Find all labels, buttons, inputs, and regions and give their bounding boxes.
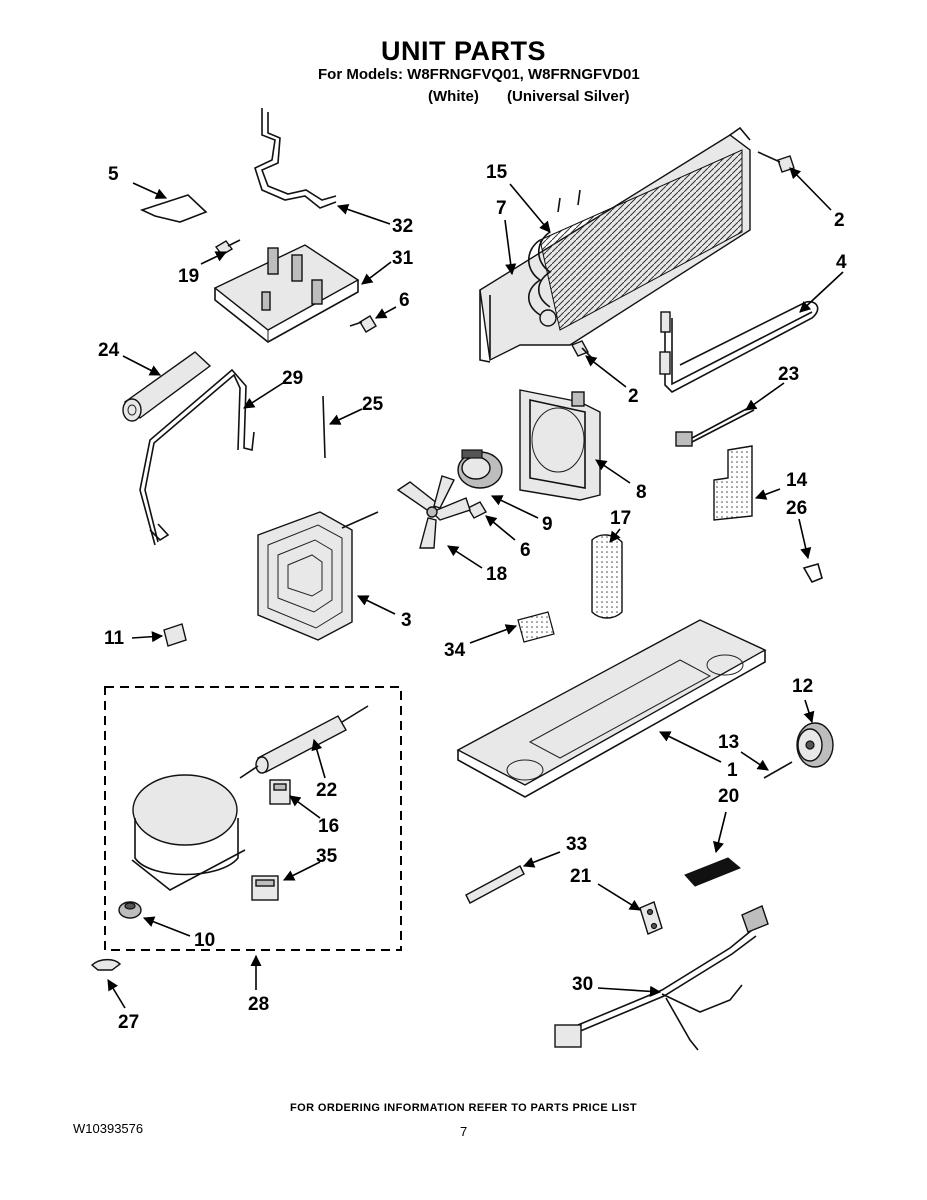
callout-31: 31 (392, 248, 414, 269)
callout-33: 33 (566, 834, 587, 855)
callout-16: 16 (318, 816, 339, 837)
ordering-note: FOR ORDERING INFORMATION REFER TO PARTS … (290, 1102, 637, 1114)
part-21-clamp (639, 901, 663, 935)
page-title: UNIT PARTS (381, 36, 546, 66)
callout-12: 12 (792, 676, 813, 697)
callout-32: 32 (392, 216, 413, 237)
callout-17: 17 (610, 508, 631, 529)
part-3-condenser (257, 511, 379, 641)
callout-6-middle: 6 (520, 540, 531, 561)
part-25-rod (322, 395, 326, 459)
part-35-relay (251, 875, 279, 901)
part-13-axle-pin (763, 761, 793, 779)
callout-27: 27 (118, 1012, 139, 1033)
callout-2-top: 2 (834, 210, 845, 231)
part-19-screw (214, 239, 241, 256)
page-number: 7 (460, 1124, 468, 1139)
callout-19: 19 (178, 266, 199, 287)
part-29-capillary-tube (139, 368, 255, 546)
callout-25: 25 (362, 394, 384, 415)
part-6-screw-middle (467, 501, 487, 519)
callout-labels: 5 32 19 31 6 24 29 25 15 7 2 4 2 23 8 9 … (98, 162, 847, 1033)
part-evaporator (479, 126, 751, 363)
callout-4: 4 (836, 252, 847, 273)
callout-14: 14 (786, 470, 808, 491)
part-20-label (684, 857, 741, 887)
part-31-control-box (213, 244, 360, 343)
callout-11: 11 (104, 628, 125, 649)
part-16-overload (269, 779, 291, 805)
document-number: W10393576 (73, 1121, 144, 1136)
part-12-roller-wheel (796, 722, 834, 768)
part-9-fan-motor (457, 449, 503, 489)
callout-26: 26 (786, 498, 807, 519)
callout-8: 8 (636, 482, 647, 503)
part-6-screw-upper (349, 315, 377, 333)
part-34-pad (517, 611, 555, 643)
part-17-foam-block (591, 534, 623, 619)
part-30-wire-harness (554, 905, 769, 1051)
part-2-screw-top (757, 151, 795, 173)
part-2-screw-bottom (571, 340, 595, 361)
callout-15: 15 (486, 162, 508, 183)
callout-leaders (107, 167, 844, 1009)
part-5-clip (139, 194, 208, 223)
variant-white: (White) (428, 88, 479, 105)
callout-18: 18 (486, 564, 507, 585)
callout-5: 5 (108, 164, 119, 185)
part-32-heater-wire (254, 108, 337, 209)
callout-29: 29 (282, 368, 303, 389)
callout-3: 3 (401, 610, 412, 631)
callout-23: 23 (778, 364, 799, 385)
part-26-clip (802, 563, 823, 584)
callout-35: 35 (316, 846, 338, 867)
callout-22: 22 (316, 780, 337, 801)
part-compressor (131, 774, 246, 891)
part-33-tube (465, 865, 525, 904)
callout-1: 1 (727, 760, 738, 781)
part-10-grommet (118, 901, 142, 919)
callout-30: 30 (572, 974, 593, 995)
part-28-compressor-kit-box (104, 686, 402, 951)
callout-24: 24 (98, 340, 120, 361)
part-18-fan-blade (396, 475, 471, 549)
callout-28: 28 (248, 994, 269, 1015)
callout-6: 6 (399, 290, 410, 311)
part-22-filter-dryer (239, 705, 369, 779)
callout-21: 21 (570, 866, 592, 887)
callout-7: 7 (496, 198, 507, 219)
models-line: For Models: W8FRNGFVQ01, W8FRNGFVD01 (318, 66, 640, 83)
callout-9: 9 (542, 514, 553, 535)
part-11-clip (163, 623, 187, 647)
part-14-foam-block (713, 445, 753, 521)
callout-13: 13 (718, 732, 739, 753)
callout-20: 20 (718, 786, 739, 807)
callout-10: 10 (194, 930, 215, 951)
part-1-base-pan (456, 619, 767, 798)
part-23-thermistor (675, 405, 755, 447)
variant-silver: (Universal Silver) (507, 88, 630, 105)
callout-34: 34 (444, 640, 466, 661)
callout-2-bottom: 2 (628, 386, 639, 407)
part-24-tube-insulation (122, 351, 212, 422)
part-8-fan-shroud (519, 389, 601, 501)
part-27-clip (90, 958, 122, 971)
